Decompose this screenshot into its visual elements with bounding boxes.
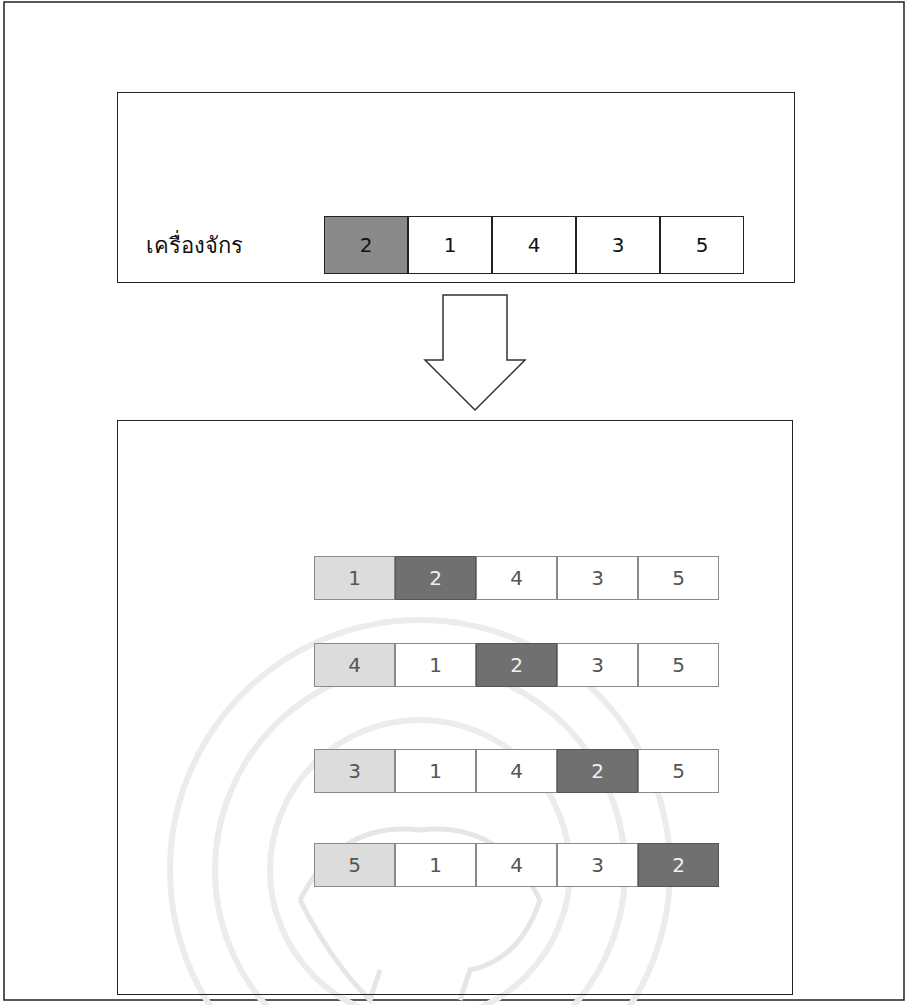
sequence-cell: 4 [314,643,395,687]
sequence-cell: 2 [557,749,638,793]
outer-frame [4,2,904,1000]
cell-number: 2 [429,566,442,590]
cell-number: 3 [591,853,604,877]
cell-number: 2 [591,759,604,783]
result-panel: 1 2 4 3 5 4 1 2 3 5 3 1 4 2 5 5 1 4 3 2 [117,420,793,995]
cell-number: 3 [591,566,604,590]
cell-number: 5 [348,853,361,877]
cell-number: 4 [510,853,523,877]
cell-number: 5 [672,653,685,677]
sequence-cell: 3 [557,556,638,600]
sequence-cell: 2 [324,216,408,274]
sequence-cell: 1 [408,216,492,274]
cell-number: 5 [696,233,709,257]
block-arrow [425,295,525,410]
sequence-cell: 1 [314,556,395,600]
sequence-cell: 5 [638,556,719,600]
cell-number: 1 [429,853,442,877]
sequence-cell: 3 [557,843,638,887]
sequence-cell: 5 [638,749,719,793]
cell-number: 2 [360,233,373,257]
sequence-cell: 1 [395,643,476,687]
cell-number: 5 [672,566,685,590]
sequence-cell: 2 [476,643,557,687]
machine-panel: เครื่องจักร 2 1 4 3 5 [117,92,795,283]
sequence-cell: 5 [660,216,744,274]
cell-number: 3 [612,233,625,257]
cell-number: 1 [444,233,457,257]
cell-number: 4 [510,759,523,783]
sequence-cell: 5 [314,843,395,887]
cell-number: 3 [591,653,604,677]
sequence-cell: 1 [395,843,476,887]
sequence-cell: 2 [395,556,476,600]
sequence-cell: 3 [314,749,395,793]
cell-number: 2 [672,853,685,877]
cell-number: 5 [672,759,685,783]
sequence-cell: 2 [638,843,719,887]
cell-number: 2 [510,653,523,677]
panel-label: เครื่องจักร [146,228,243,263]
cell-number: 3 [348,759,361,783]
sequence-cell: 4 [476,749,557,793]
sequence-cell: 1 [395,749,476,793]
cell-number: 4 [528,233,541,257]
sequence-cell: 5 [638,643,719,687]
sequence-cell: 3 [557,643,638,687]
cell-number: 1 [429,653,442,677]
sequence-cell: 4 [476,556,557,600]
cell-number: 4 [348,653,361,677]
sequence-cell: 4 [492,216,576,274]
cell-number: 1 [348,566,361,590]
sequence-cell: 4 [476,843,557,887]
sequence-cell: 3 [576,216,660,274]
cell-number: 1 [429,759,442,783]
cell-number: 4 [510,566,523,590]
watermark-seal [170,620,670,1005]
